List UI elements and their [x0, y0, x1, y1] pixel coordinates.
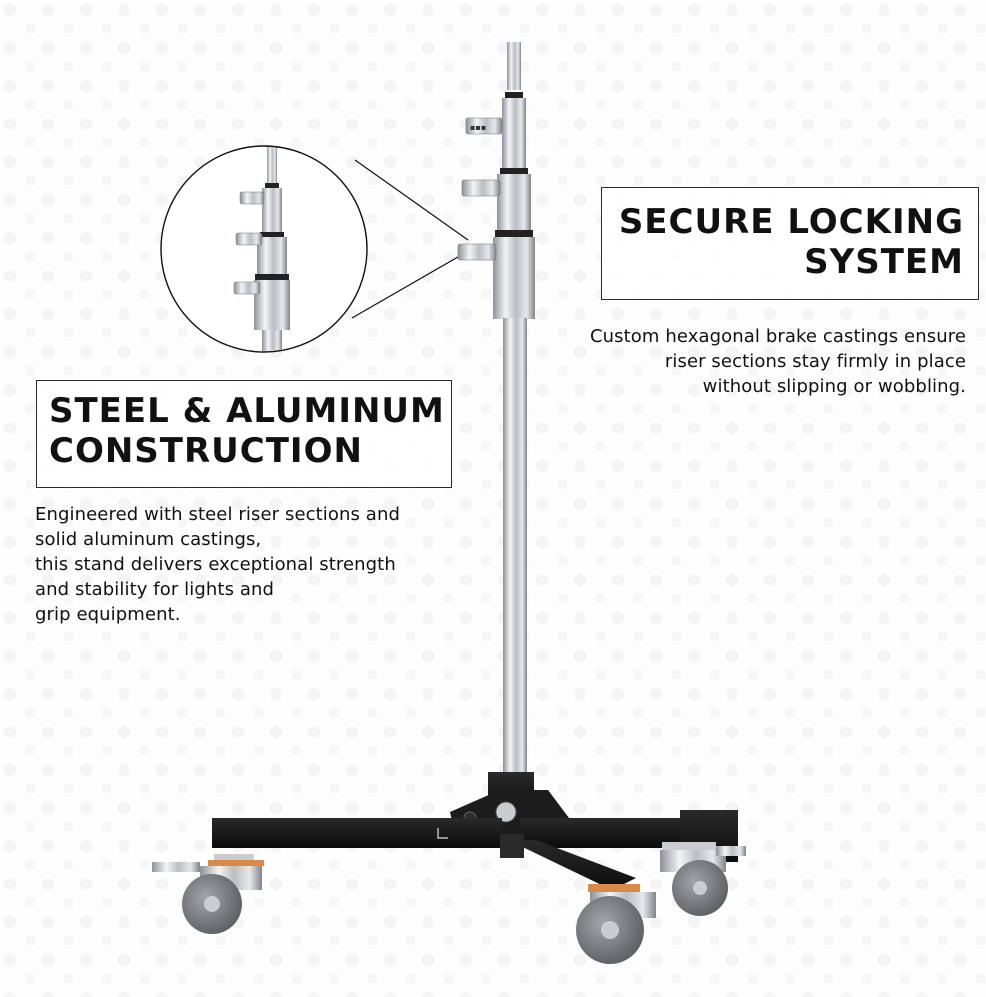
locking-description-line: Custom hexagonal brake castings ensure	[589, 326, 966, 347]
construction-title-box: STEEL & ALUMINUM CONSTRUCTION	[36, 380, 452, 488]
lock-knob-2	[461, 179, 501, 197]
caster-right	[660, 842, 746, 916]
lock-knob-1: ▪▪▪	[465, 117, 503, 135]
stand-base	[212, 772, 738, 890]
construction-description-line: solid aluminum castings,	[35, 529, 262, 550]
caster-left	[152, 854, 264, 934]
locking-title: SECURE LOCKING SYSTEM	[602, 202, 964, 282]
lock-knob-3	[457, 243, 497, 261]
construction-title-line: CONSTRUCTION	[49, 431, 363, 472]
locking-title-box: SECURE LOCKING SYSTEM	[601, 187, 979, 300]
locking-title-line: SYSTEM	[804, 242, 964, 283]
construction-description-line: and stability for lights and	[35, 579, 275, 600]
construction-description-line: grip equipment.	[35, 604, 181, 625]
locking-description-line: riser sections stay firmly in place	[664, 351, 966, 372]
construction-description-line: Engineered with steel riser sections and	[35, 504, 400, 525]
svg-text:▪▪▪: ▪▪▪	[470, 123, 486, 132]
locking-description: Custom hexagonal brake castings ensure r…	[520, 324, 966, 399]
zoom-connector-lines	[351, 159, 471, 319]
construction-description-line: this stand delivers exceptional strength	[35, 554, 396, 575]
magnifier-detail-circle	[160, 145, 368, 353]
locking-description-line: without slipping or wobbling.	[702, 376, 966, 397]
construction-title: STEEL & ALUMINUM CONSTRUCTION	[49, 391, 451, 471]
construction-description: Engineered with steel riser sections and…	[35, 502, 465, 627]
caster-front	[576, 884, 656, 964]
locking-title-line: SECURE LOCKING	[618, 202, 964, 242]
stand-pole: ▪▪▪	[457, 42, 535, 788]
construction-title-line: STEEL & ALUMINUM	[49, 391, 445, 431]
